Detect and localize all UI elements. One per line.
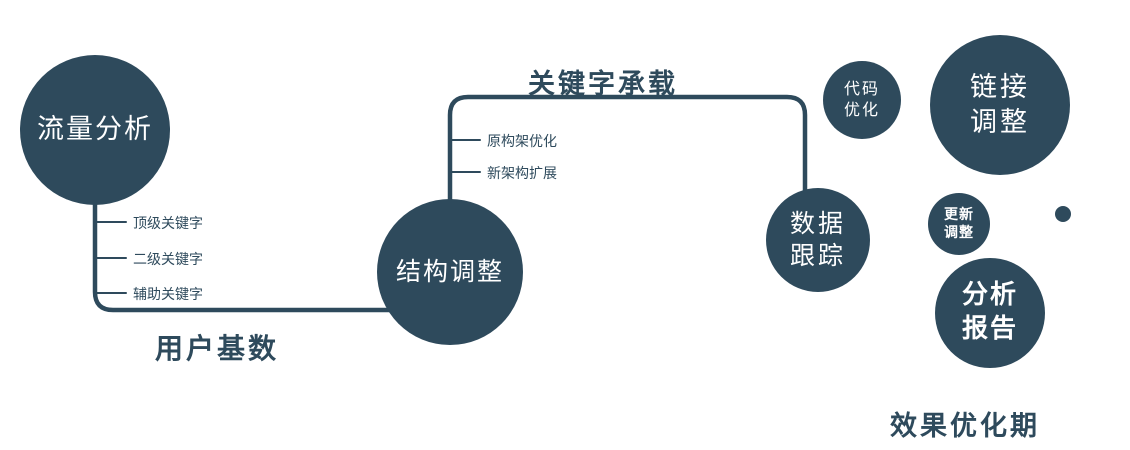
node-analysis-report-label-line2: 报告 [961, 314, 1018, 344]
node-data-tracking: 数据 跟踪 [766, 188, 870, 292]
node-traffic-analysis: 流量分析 [20, 55, 170, 205]
node-analysis-report: 分析 报告 [935, 258, 1045, 368]
decorative-dot [1055, 206, 1071, 222]
node-code-optimization-label-line1: 代码 [843, 79, 880, 99]
branch-label-top-keywords: 顶级关键字 [133, 216, 203, 232]
node-structure-adjustment-label: 结构调整 [395, 256, 504, 286]
branch-label-arch-expansion: 新架构扩展 [487, 166, 557, 182]
node-data-tracking-label-line2: 跟踪 [789, 241, 846, 270]
connector-keyword-path [447, 94, 808, 211]
node-update-adjustment: 更新 调整 [928, 193, 990, 255]
footer-label-effect-optimization-period: 效果优化期 [890, 411, 1040, 442]
node-code-optimization: 代码 优化 [823, 61, 901, 139]
node-data-tracking-label-line1: 数据 [789, 208, 846, 238]
node-code-optimization-label-line2: 优化 [843, 100, 880, 119]
node-link-adjustment-label-line1: 链接 [970, 71, 1030, 103]
node-link-adjustment-label-line2: 调整 [970, 107, 1030, 138]
node-update-adjustment-label-line2: 调整 [944, 225, 974, 241]
branch-label-arch-optimization: 原构架优化 [487, 134, 557, 150]
node-analysis-report-label-line1: 分析 [961, 280, 1018, 311]
node-structure-adjustment: 结构调整 [377, 199, 523, 345]
node-link-adjustment: 链接 调整 [930, 35, 1070, 175]
branch-label-second-keywords: 二级关键字 [133, 252, 203, 268]
edge-label-user-base: 用户基数 [155, 332, 280, 365]
node-traffic-analysis-label: 流量分析 [37, 114, 153, 146]
edge-label-keyword-carrying: 关键字承载 [528, 69, 678, 100]
branch-label-aux-keywords: 辅助关键字 [133, 287, 203, 303]
node-update-adjustment-label-line1: 更新 [944, 206, 974, 223]
